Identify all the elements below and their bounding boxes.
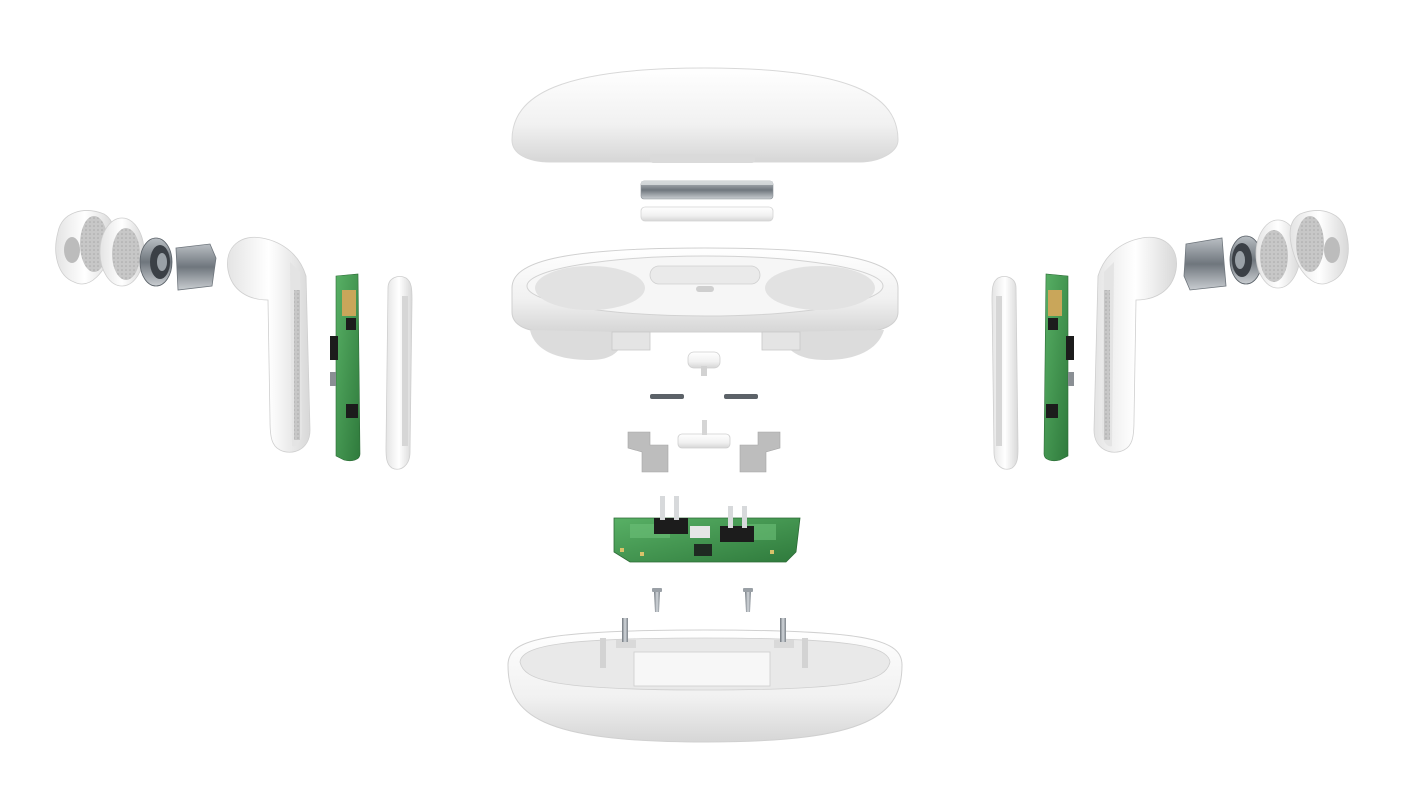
front-housing-icon: [99, 217, 145, 287]
charging-bracket-icon: [627, 420, 781, 473]
pcb-board-icon: [330, 273, 361, 462]
case-assembly: [507, 67, 903, 743]
case-lid-icon: [511, 67, 899, 163]
screw-icon: [652, 588, 753, 612]
ear-tip-right-icon: [1289, 210, 1349, 285]
earbud-shell-icon: [227, 236, 311, 453]
back-cover-right-icon: [991, 276, 1019, 470]
case-bottom-shell-icon: [507, 618, 903, 743]
left-earbud-assembly: [55, 210, 413, 470]
case-pcb-icon: [613, 496, 801, 563]
speaker-driver-right-icon: [1229, 235, 1263, 285]
case-inner-tray-icon: [511, 247, 899, 360]
magnet-block-icon: [175, 243, 217, 291]
back-cover-icon: [385, 276, 413, 470]
lid-insert-plate-icon: [640, 206, 774, 222]
contact-bar-left-icon: [650, 394, 684, 399]
earbud-shell-right-icon: [1093, 236, 1177, 453]
case-button-icon: [687, 351, 721, 376]
front-housing-right-icon: [1255, 219, 1301, 289]
contact-bar-right-icon: [724, 394, 758, 399]
magnet-block-right-icon: [1183, 237, 1227, 291]
ear-tip-icon: [55, 210, 115, 285]
right-earbud-assembly: [991, 210, 1349, 470]
pcb-board-right-icon: [1043, 273, 1074, 462]
lid-magnet-bar-icon: [640, 180, 774, 200]
speaker-driver-icon: [139, 237, 173, 287]
